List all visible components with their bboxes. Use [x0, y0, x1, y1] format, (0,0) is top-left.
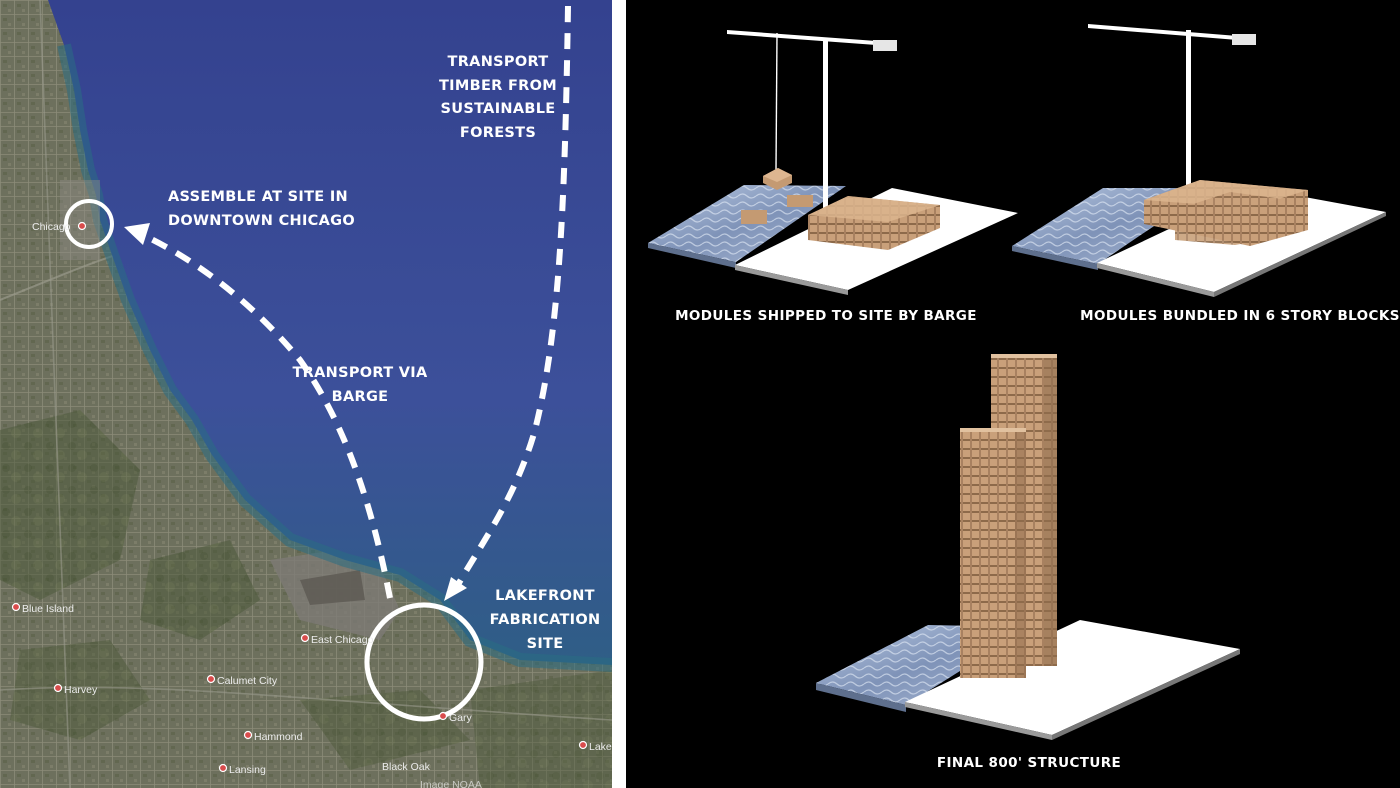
city-east-chicago: East Chicago [311, 634, 374, 646]
barge-arrowhead-icon [124, 223, 150, 245]
caption-final: FINAL 800' STRUCTURE [937, 755, 1121, 771]
svg-text:DOWNTOWN CHICAGO: DOWNTOWN CHICAGO [168, 213, 355, 229]
lake-michigan [48, 0, 612, 665]
city-black-oak: Black Oak [382, 761, 431, 773]
city-gary: Gary [449, 712, 473, 724]
city-chicago: Chicago [32, 221, 71, 233]
city-harvey: Harvey [64, 684, 98, 696]
render-panel: MODULES SHIPPED TO SITE BY BARGE MODULES… [626, 0, 1400, 788]
city-calumet-city: Calumet City [217, 675, 278, 687]
caption-bundled: MODULES BUNDLED IN 6 STORY BLOCKS [1080, 308, 1400, 324]
label-assemble-site: ASSEMBLE AT SITE IN DOWNTOWN CHICAGO [168, 189, 355, 229]
svg-text:LAKEFRONT: LAKEFRONT [495, 588, 595, 604]
label-transport-barge: TRANSPORT VIA BARGE [292, 365, 427, 405]
label-lakefront-site: LAKEFRONT FABRICATION SITE [490, 588, 601, 652]
chicago-satellite-map: Chicago Blue Island East Chicago Harvey … [0, 0, 612, 788]
render-bundled-blocks [1012, 24, 1386, 297]
timber-route-arrow [452, 5, 571, 592]
panel-divider [612, 0, 626, 788]
map-panel: Chicago Blue Island East Chicago Harvey … [0, 0, 612, 788]
svg-text:TRANSPORT VIA: TRANSPORT VIA [292, 365, 427, 381]
svg-text:ASSEMBLE AT SITE IN: ASSEMBLE AT SITE IN [168, 189, 348, 205]
barge-route-arrow [143, 233, 393, 599]
city-lansing: Lansing [229, 764, 266, 776]
timber-arrowhead-icon [444, 577, 467, 601]
svg-text:SUSTAINABLE: SUSTAINABLE [441, 101, 556, 117]
construction-sequence-renders: MODULES SHIPPED TO SITE BY BARGE MODULES… [648, 24, 1400, 771]
render-modules-by-barge [648, 30, 1018, 295]
fabrication-site-circle [364, 602, 484, 722]
caption-barge: MODULES SHIPPED TO SITE BY BARGE [675, 308, 977, 324]
label-transport-timber: TRANSPORT TIMBER FROM SUSTAINABLE FOREST… [439, 54, 557, 141]
svg-text:BARGE: BARGE [332, 389, 389, 405]
svg-text:FORESTS: FORESTS [460, 125, 536, 141]
city-blue-island: Blue Island [22, 603, 74, 615]
render-final-tower [816, 354, 1240, 740]
city-hammond: Hammond [254, 731, 303, 743]
downtown-site-circle [64, 199, 114, 249]
svg-text:SITE: SITE [527, 636, 564, 652]
city-lake-station: Lake St [589, 741, 612, 753]
svg-text:TIMBER FROM: TIMBER FROM [439, 78, 557, 94]
svg-text:FABRICATION: FABRICATION [490, 612, 601, 628]
svg-text:TRANSPORT: TRANSPORT [448, 54, 549, 70]
site-ground-plate-3 [905, 620, 1240, 735]
imagery-credit: Image NOAA [420, 779, 482, 788]
